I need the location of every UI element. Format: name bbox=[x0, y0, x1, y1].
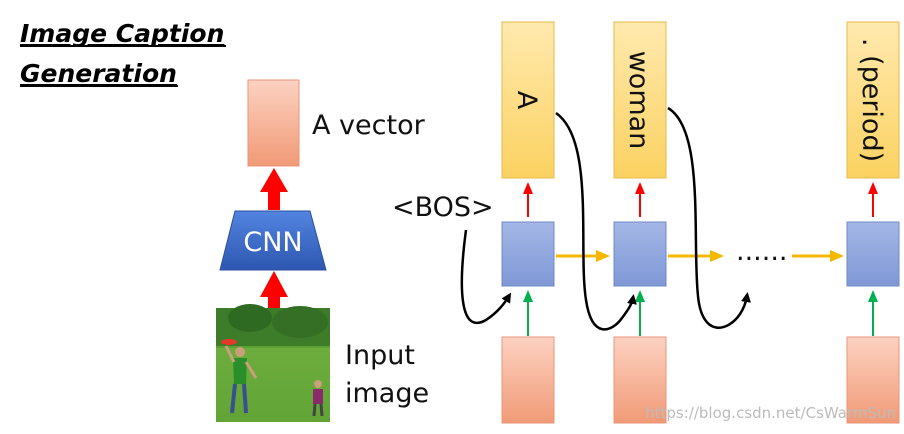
input-to-cell-arrow-3 bbox=[868, 290, 878, 336]
input-image bbox=[216, 304, 330, 422]
input-box-2 bbox=[613, 336, 667, 424]
bos-label: <BOS> bbox=[392, 192, 494, 223]
input-label-line-2: image bbox=[345, 378, 429, 409]
output-box-2 bbox=[613, 21, 667, 179]
watermark: https://blog.csdn.net/CsWarmSun bbox=[645, 404, 896, 422]
output-box-1 bbox=[501, 21, 555, 179]
input-label-line-1: Input bbox=[345, 340, 415, 371]
vector-label: A vector bbox=[312, 110, 426, 141]
input-to-cell-arrow-1 bbox=[523, 290, 533, 336]
title-line-1: Image Caption bbox=[20, 19, 224, 48]
cnn-to-vector-arrow bbox=[260, 168, 288, 210]
hidden-state-arrow-2 bbox=[668, 250, 724, 262]
cell-to-output-arrow-2 bbox=[635, 182, 645, 217]
rnn-cell-3 bbox=[846, 221, 900, 287]
cell-to-output-arrow-3 bbox=[868, 182, 878, 217]
cell-to-output-arrow-1 bbox=[523, 182, 533, 217]
output-word-3: . (period) bbox=[856, 38, 887, 162]
word-feedback-curve-2 bbox=[667, 106, 751, 329]
rnn-cell-2 bbox=[613, 221, 667, 287]
output-box-3 bbox=[846, 21, 900, 179]
hidden-state-arrow-1 bbox=[556, 250, 610, 262]
hidden-state-arrow-3 bbox=[792, 250, 844, 262]
cnn-block bbox=[219, 210, 327, 271]
output-word-2: woman bbox=[623, 51, 654, 150]
cnn-label: CNN bbox=[243, 227, 302, 258]
output-word-1: A bbox=[511, 91, 542, 110]
vector-box bbox=[247, 79, 300, 167]
title-line-2: Generation bbox=[20, 59, 177, 88]
bos-feedback-curve bbox=[460, 229, 512, 324]
input-to-cell-arrow-2 bbox=[635, 290, 645, 336]
input-box-3 bbox=[846, 336, 900, 424]
ellipsis: ...... bbox=[736, 236, 788, 267]
input-box-1 bbox=[501, 336, 555, 424]
word-feedback-curve-1 bbox=[555, 111, 637, 331]
rnn-cell-1 bbox=[501, 221, 555, 287]
